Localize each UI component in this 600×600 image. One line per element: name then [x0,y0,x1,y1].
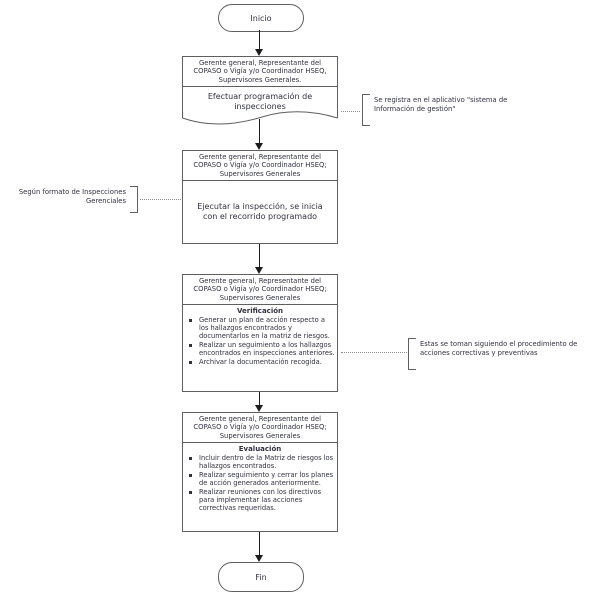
bullet-text: Realizar seguimiento y cerrar los planes… [199,470,334,487]
bullet-text: Archivar la documentación recogida. [199,358,322,366]
bullet-marker-icon [186,454,199,470]
process-box-evaluacion: Gerente general, Representante del COPAS… [182,412,338,532]
bullet-marker-icon [186,488,199,512]
bullet-marker-icon [186,471,199,487]
arrow-down-icon [255,49,263,56]
bracket-icon [130,186,138,213]
section-title: Evaluación [238,444,282,453]
dotted-connector-3 [341,352,407,353]
note-text: Se registra en el aplicativo "sistema de… [374,96,508,114]
arrow-down-icon [255,555,263,562]
process-box-programacion: Gerente general, Representante del COPAS… [182,56,338,118]
document-wave-icon [182,111,338,130]
responsible-header: Gerente general, Representante del COPAS… [183,57,337,87]
bullet-item: Incluir dentro de la Matriz de riesgos l… [186,454,335,470]
flow-line-5 [259,532,260,556]
process-label: Ejecutar la inspección, se inicia con el… [197,201,323,221]
bracket-icon [362,94,370,126]
end-label: Fin [255,572,267,582]
dotted-connector-1 [341,111,360,112]
arrow-down-icon [255,267,263,274]
flow-line-4 [259,392,260,406]
arrow-down-icon [255,143,263,150]
bullet-text: Realizar un seguimiento a los hallazgos … [199,340,335,357]
bullet-list: Generar un plan de acción respecto a los… [183,316,337,367]
note-acciones-correctivas: Estas se toman siguiendo el procedimient… [408,338,596,370]
bullet-marker-icon [186,358,199,366]
bullet-item: Realizar seguimiento y cerrar los planes… [186,471,335,487]
note-text: Estas se toman siguiendo el procedimient… [420,340,578,358]
responsible-header: Gerente general, Representante del COPAS… [183,275,337,305]
flow-line-3 [259,244,260,267]
flow-line-2 [259,119,260,144]
process-box-verificacion: Gerente general, Representante del COPAS… [182,274,338,392]
start-terminal: Inicio [218,4,304,32]
responsible-header: Gerente general, Representante del COPAS… [183,413,337,443]
arrow-down-icon [255,405,263,412]
bullet-marker-icon [186,316,199,340]
bullet-marker-icon [186,341,199,357]
bullet-text: Incluir dentro de la Matriz de riesgos l… [199,453,334,470]
note-text: Según formato de Inspecciones Gerenciale… [18,188,126,206]
bullet-text: Realizar reuniones con los directivos pa… [199,487,322,513]
bullet-text: Generar un plan de acción respecto a los… [199,315,330,340]
process-box-ejecutar: Gerente general, Representante del COPAS… [182,150,338,244]
dotted-connector-2 [140,199,181,200]
flow-line-1 [259,30,260,50]
bullet-item: Realizar un seguimiento a los hallazgos … [186,341,335,357]
start-label: Inicio [250,13,272,23]
bracket-icon [408,338,416,370]
responsible-header: Gerente general, Representante del COPAS… [183,151,337,181]
bullet-item: Archivar la documentación recogida. [186,358,335,366]
process-label: Efectuar programación de inspecciones [207,92,313,112]
bullet-list: Incluir dentro de la Matriz de riesgos l… [183,454,337,513]
section-title: Verificación [236,306,284,315]
note-sistema-gestion: Se registra en el aplicativo "sistema de… [362,94,560,126]
end-terminal: Fin [218,562,304,592]
bullet-item: Generar un plan de acción respecto a los… [186,316,335,340]
bullet-item: Realizar reuniones con los directivos pa… [186,488,335,512]
note-formato-inspecciones: Según formato de Inspecciones Gerenciale… [6,186,138,213]
